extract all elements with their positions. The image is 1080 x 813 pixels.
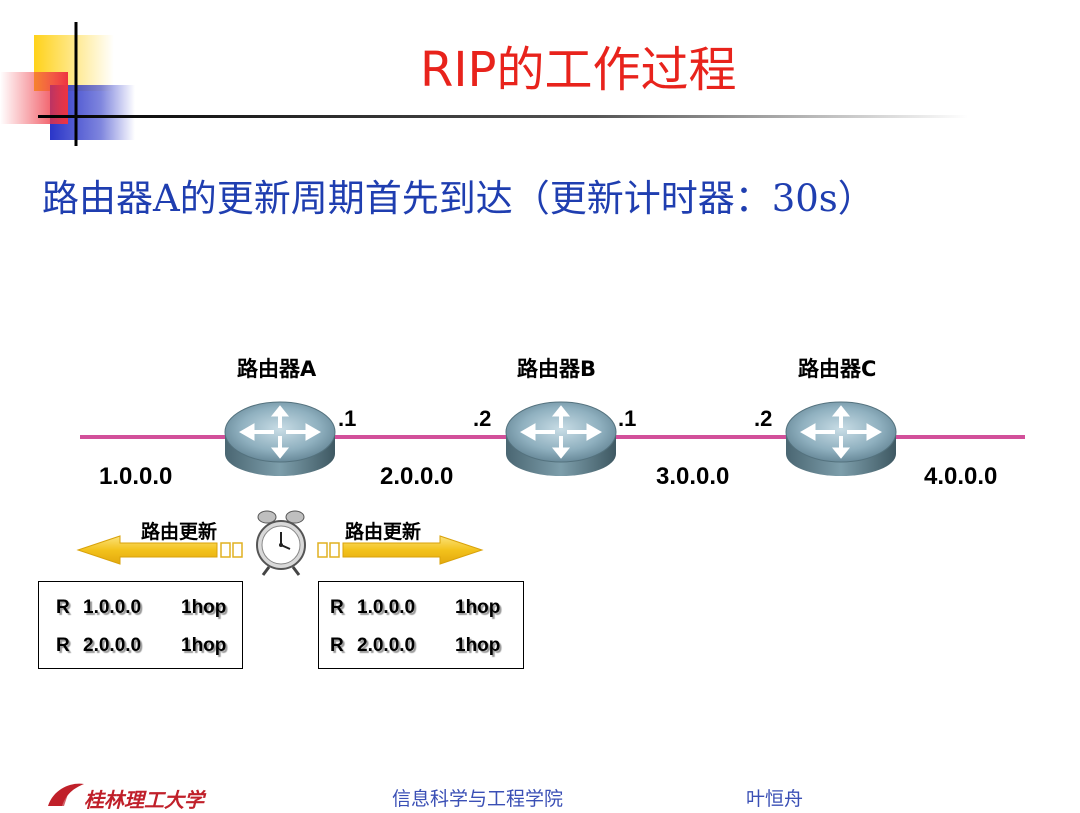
left-routing-table: R 1.0.0.0 1hop R 2.0.0.0 1hop — [38, 581, 243, 669]
right-update-label: 路由更新 — [345, 521, 422, 543]
table-entry-hop: 1hop — [181, 597, 227, 618]
interface-label-a: .1 — [338, 406, 357, 431]
university-logo-icon — [48, 783, 84, 806]
network-label-3: 3.0.0.0 — [656, 463, 730, 490]
left-update-label: 路由更新 — [141, 521, 218, 543]
interface-label-b-right: .1 — [618, 406, 637, 431]
left-update-arrow-icon — [76, 535, 243, 565]
router-b-icon — [505, 401, 617, 476]
page-title: RIP的工作过程 — [420, 42, 737, 98]
network-label-1: 1.0.0.0 — [99, 463, 173, 490]
interface-label-c: .2 — [754, 406, 773, 431]
interface-label-b-left: .2 — [473, 406, 492, 431]
right-update-arrow-icon — [317, 535, 484, 565]
footer-school: 信息科学与工程学院 — [392, 788, 564, 810]
university-logo: 桂林理工大学 — [44, 778, 204, 812]
corner-decoration — [0, 0, 140, 150]
table-entry-hop: 1hop — [455, 597, 501, 618]
footer-author: 叶恒舟 — [746, 788, 804, 810]
table-entry-hop: 1hop — [181, 635, 227, 656]
table-entry-flag: R — [56, 597, 70, 618]
table-entry-flag: R — [330, 635, 344, 656]
network-label-4: 4.0.0.0 — [924, 463, 998, 490]
university-logo-text: 桂林理工大学 — [84, 788, 204, 812]
table-entry-flag: R — [56, 635, 70, 656]
router-a-label: 路由器A — [237, 357, 317, 381]
table-entry-network: 1.0.0.0 — [83, 597, 142, 618]
router-c-icon — [785, 401, 897, 476]
router-c-label: 路由器C — [798, 357, 877, 381]
subtitle: 路由器A的更新周期首先到达（更新计时器：30s） — [42, 177, 875, 220]
alarm-clock-icon — [256, 510, 306, 576]
table-entry-flag: R — [330, 597, 344, 618]
table-entry-network: 1.0.0.0 — [357, 597, 416, 618]
network-label-2: 2.0.0.0 — [380, 463, 454, 490]
table-entry-network: 2.0.0.0 — [357, 635, 416, 656]
router-a-icon — [224, 401, 336, 476]
table-entry-hop: 1hop — [455, 635, 501, 656]
table-entry-network: 2.0.0.0 — [83, 635, 142, 656]
right-routing-table: R 1.0.0.0 1hop R 2.0.0.0 1hop — [318, 581, 524, 669]
title-underline — [38, 115, 968, 118]
router-b-label: 路由器B — [517, 357, 597, 381]
